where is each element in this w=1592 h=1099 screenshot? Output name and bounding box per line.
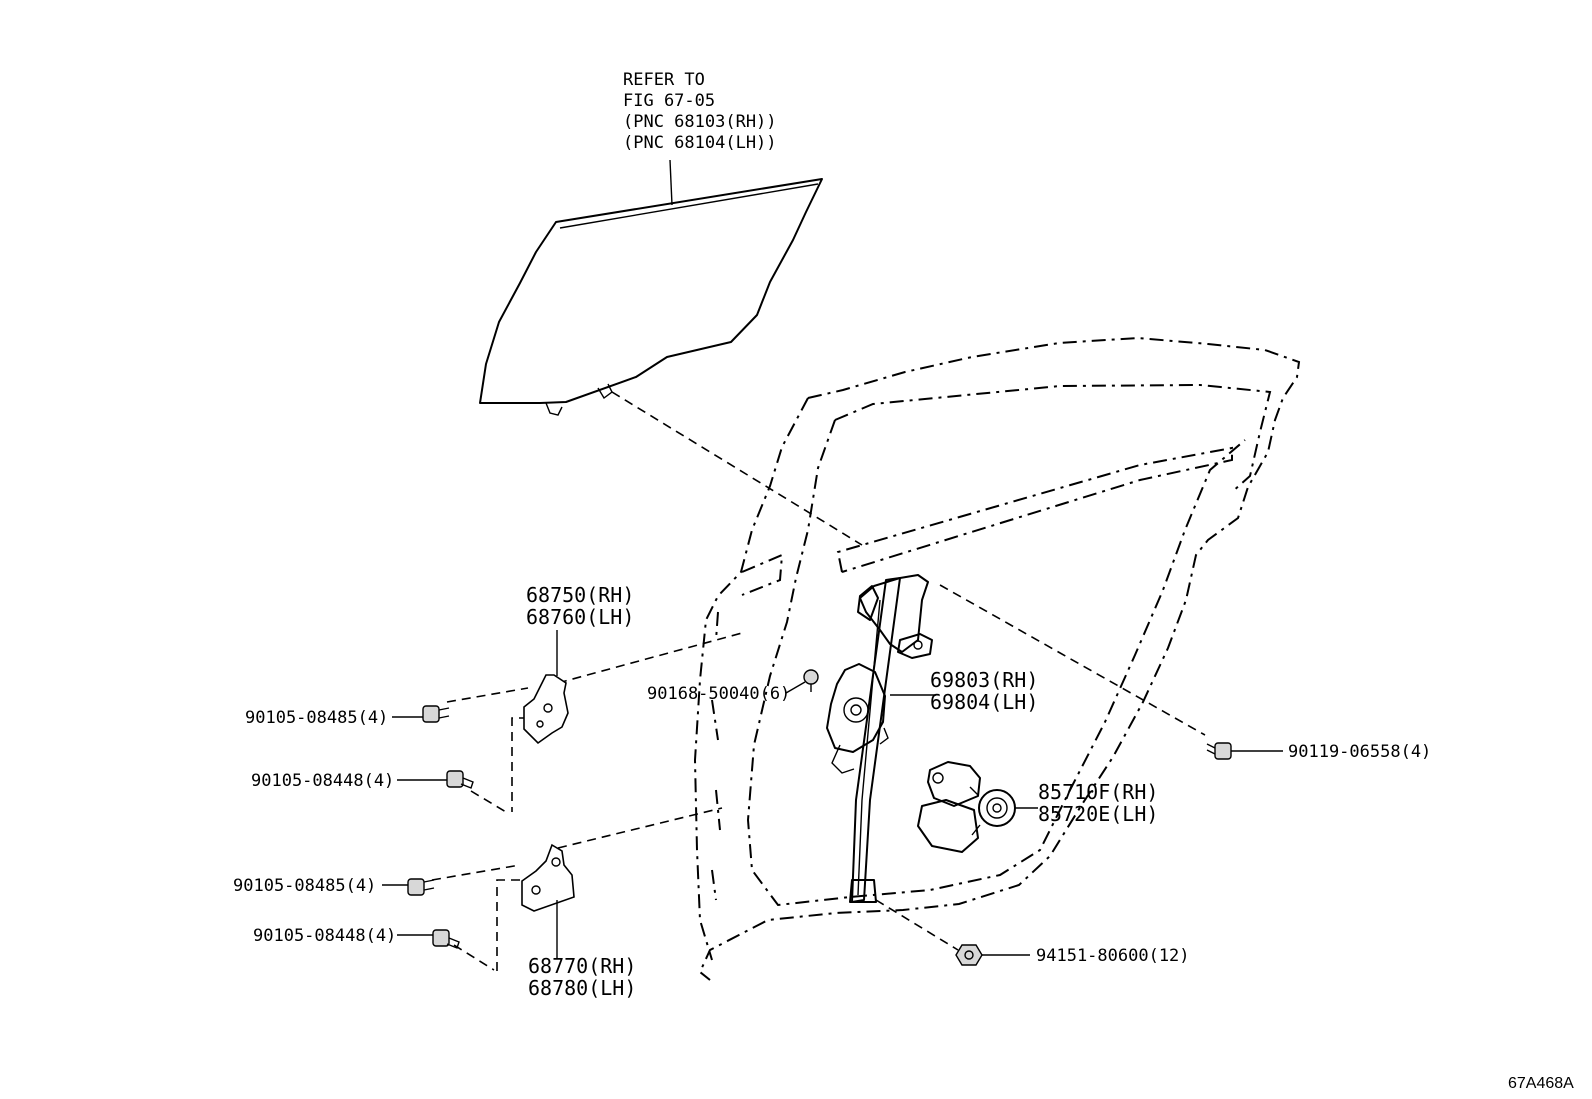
bolt-upper-2-label[interactable]: 90105-08448(4) — [251, 771, 394, 791]
bolt-90119-06558[interactable] — [1206, 742, 1232, 760]
reference-note-line4: (PNC 68104(LH)) — [623, 133, 777, 153]
lower-hinge-label-lh[interactable]: 68780(LH) — [528, 976, 636, 1000]
figure-code: 67A468A — [1508, 1075, 1574, 1092]
dashed-leaders — [431, 391, 1206, 973]
regulator-label-rh[interactable]: 69803(RH) — [930, 668, 1038, 692]
upper-hinge-label-rh[interactable]: 68750(RH) — [526, 583, 634, 607]
bolt-90105-08448-upper[interactable] — [446, 770, 474, 789]
lower-hinge-label-rh[interactable]: 68770(RH) — [528, 954, 636, 978]
glass-leader — [669, 159, 673, 206]
door-glass[interactable] — [479, 178, 823, 416]
regulator-label-lh[interactable]: 69804(LH) — [930, 690, 1038, 714]
lower-hinge-bracket[interactable] — [521, 843, 575, 912]
nut-94151-80600[interactable] — [955, 944, 983, 966]
bolt-upper-1-label[interactable]: 90105-08485(4) — [245, 708, 388, 728]
upper-hinge-label-lh[interactable]: 68760(LH) — [526, 605, 634, 629]
bolt-90105-08485-upper[interactable] — [422, 705, 450, 723]
door-panel-outline[interactable] — [693, 336, 1301, 981]
clip-90168-50040[interactable] — [803, 669, 819, 692]
upper-hinge-bracket[interactable] — [523, 674, 569, 745]
clip-leader — [785, 681, 806, 694]
clip-label[interactable]: 90168-50040(6) — [647, 684, 790, 704]
bolt-90105-08485-lower[interactable] — [407, 878, 435, 896]
bolt-regulator-label[interactable]: 90119-06558(4) — [1288, 742, 1431, 762]
reference-note-line2: FIG 67-05 — [623, 91, 715, 111]
motor-label-rh[interactable]: 85710F(RH) — [1038, 780, 1158, 804]
motor-label-lh[interactable]: 85720E(LH) — [1038, 802, 1158, 826]
bolt-lower-2-label[interactable]: 90105-08448(4) — [253, 926, 396, 946]
window-regulator[interactable] — [826, 574, 933, 903]
bolt-90105-08448-lower[interactable] — [432, 929, 460, 949]
reference-note: REFER TO FIG 67-05 (PNC 68103(RH)) (PNC … — [623, 70, 777, 153]
bolt-lower-1-label[interactable]: 90105-08485(4) — [233, 876, 376, 896]
reference-note-line1: REFER TO — [623, 70, 705, 90]
reference-note-line3: (PNC 68103(RH)) — [623, 112, 777, 132]
window-motor[interactable] — [917, 761, 1016, 853]
nut-label[interactable]: 94151-80600(12) — [1036, 946, 1190, 966]
